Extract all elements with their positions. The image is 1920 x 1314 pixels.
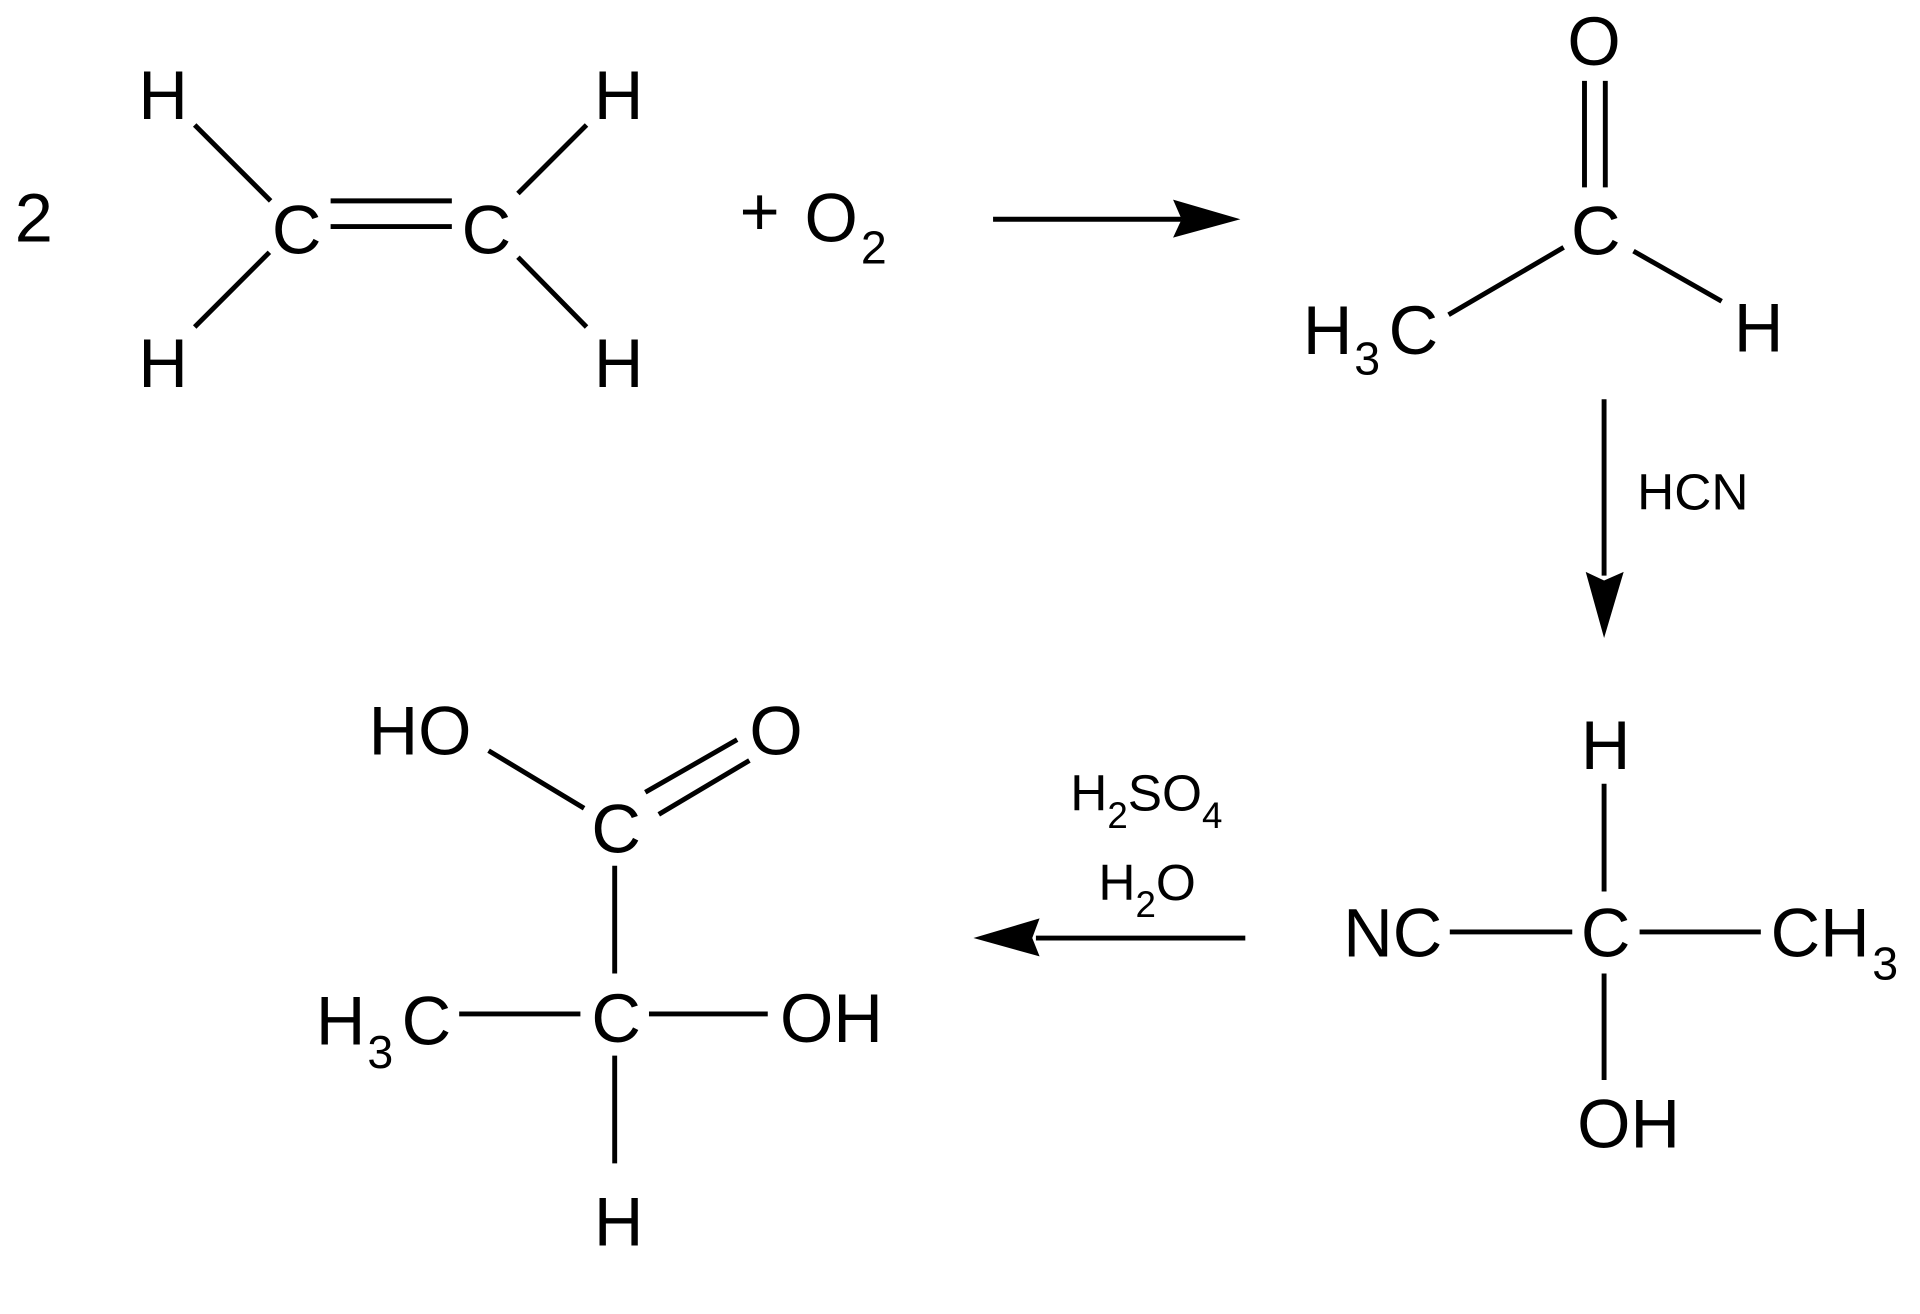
reagent-label: H2O [1098, 853, 1196, 925]
group-oh: OH [780, 980, 883, 1057]
atom-o: O [749, 692, 802, 769]
subscript: 3 [367, 1026, 393, 1078]
atom-h: H [138, 57, 188, 134]
atom-c: C [272, 192, 322, 269]
atom-h: H [594, 57, 644, 134]
group-nc: NC [1343, 894, 1442, 971]
reaction-arrow-left: H2SO4 H2O [973, 764, 1246, 957]
atom-c: C [591, 790, 641, 867]
reaction-arrow-down: HCN [1585, 399, 1749, 639]
bond [516, 255, 589, 329]
group-oh: OH [1577, 1085, 1680, 1162]
bond [516, 123, 589, 196]
oxygen: + O 2 [740, 173, 887, 273]
atom-h: H [316, 983, 366, 1060]
double-bond [644, 737, 739, 795]
atom-c: C [1571, 193, 1621, 270]
atom-h: H [1734, 289, 1784, 366]
ethylene: 2 H H H H C C [15, 57, 644, 402]
arrow-head-icon [973, 918, 1040, 957]
subscript: 2 [861, 221, 887, 273]
reaction-arrow-right [993, 199, 1241, 238]
arrow-head-icon [1585, 571, 1624, 639]
coefficient: 2 [15, 179, 53, 256]
atom-c: C [462, 192, 512, 269]
subscript: 3 [1872, 938, 1898, 990]
group-ch3: CH [1771, 894, 1870, 971]
double-bond [657, 758, 751, 817]
atom-h: H [594, 1183, 644, 1260]
atom-o: O [1567, 3, 1620, 80]
atom-c: C [591, 980, 641, 1057]
atom-h: H [1581, 707, 1631, 784]
bond [1447, 245, 1565, 317]
atom-o: O [804, 179, 857, 256]
bond [192, 123, 273, 203]
plus-sign: + [740, 173, 780, 250]
lactic-acid: HO O C H 3 C C OH H [316, 692, 883, 1260]
subscript: 3 [1354, 333, 1380, 385]
bond [1632, 248, 1723, 304]
arrow-head-icon [1173, 199, 1241, 238]
acetaldehyde: O C H 3 C H [1303, 3, 1784, 385]
atom-c: C [402, 983, 452, 1060]
atom-h: H [138, 325, 188, 402]
atom-h: H [1303, 292, 1353, 369]
atom-h: H [594, 325, 644, 402]
bond [192, 250, 272, 329]
group-ho: HO [369, 692, 472, 769]
cyanohydrin: H NC C CH 3 OH [1343, 707, 1898, 1162]
atom-c: C [1389, 292, 1439, 369]
bond [487, 748, 586, 811]
reagent-label: HCN [1637, 462, 1748, 520]
reagent-label: H2SO4 [1070, 764, 1222, 836]
atom-c: C [1581, 894, 1631, 971]
